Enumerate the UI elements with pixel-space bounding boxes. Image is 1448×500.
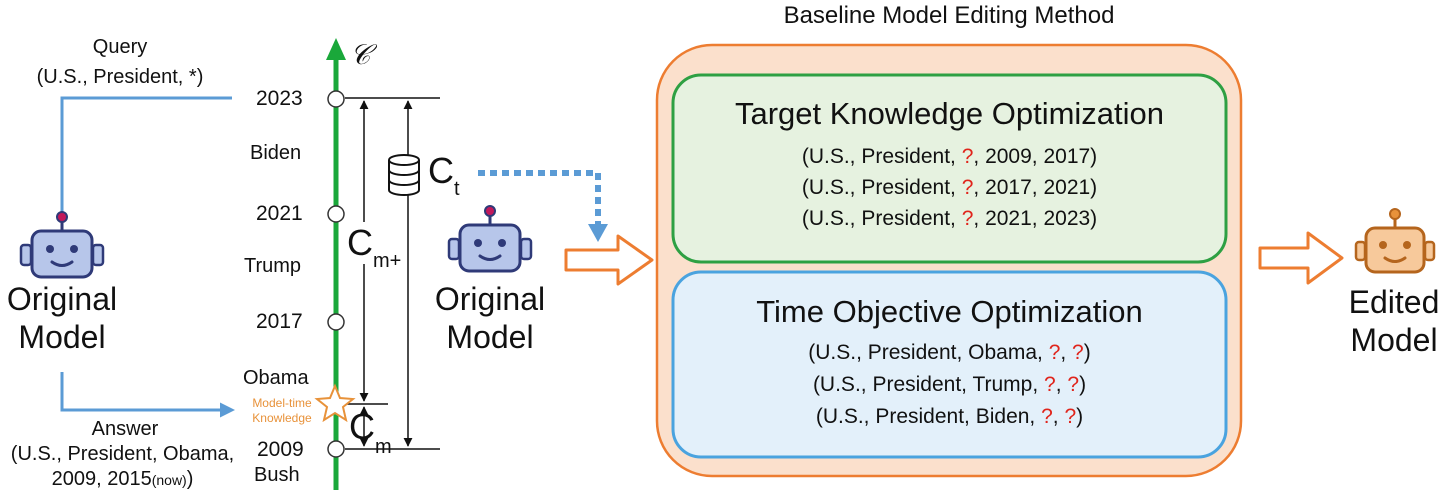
year-label-2017: 2017 bbox=[256, 310, 303, 333]
original-model-mid-label: Original Model bbox=[428, 280, 552, 356]
question-mark: ? bbox=[1048, 341, 1061, 364]
target-row: (U.S., President, ?, 2009, 2017) bbox=[673, 145, 1226, 169]
edited-model-line1: Edited bbox=[1348, 284, 1440, 320]
president-label-biden: Biden bbox=[250, 142, 302, 164]
robot-icon-original-left bbox=[19, 211, 105, 279]
model-time-line1: Model-time bbox=[252, 396, 312, 410]
year-label-2021: 2021 bbox=[256, 202, 303, 225]
target-knowledge-panel bbox=[671, 73, 1228, 264]
model-time-star-icon bbox=[314, 383, 356, 423]
target-row-suffix: , 2009, 2017) bbox=[973, 145, 1098, 168]
target-row: (U.S., President, ?, 2017, 2021) bbox=[673, 176, 1226, 200]
original-model-mid-line2: Model bbox=[446, 319, 534, 355]
baseline-method-title: Baseline Model Editing Method bbox=[783, 2, 1115, 29]
c-m-plus-sub: m+ bbox=[373, 250, 402, 272]
answer-tuple-line2: 2009, 2015(now)) bbox=[20, 468, 225, 491]
time-row-suffix: ) bbox=[1076, 405, 1084, 428]
answer-tuple-years: 2009, 2015 bbox=[51, 468, 152, 490]
c-m-plus-label: Cm+ bbox=[347, 222, 402, 272]
target-row-prefix: (U.S., President, bbox=[801, 207, 962, 230]
time-row-sep: , bbox=[1052, 405, 1065, 428]
question-mark: ? bbox=[1072, 341, 1084, 364]
question-mark: ? bbox=[1044, 373, 1056, 396]
year-label-2009: 2009 bbox=[257, 438, 304, 461]
c-t-main: C bbox=[428, 150, 454, 191]
answer-label: Answer bbox=[91, 418, 159, 440]
year-node-2017 bbox=[327, 313, 345, 331]
president-label-bush: Bush bbox=[254, 464, 300, 486]
time-row-sep: , bbox=[1055, 373, 1068, 396]
original-model-left-label: Original Model bbox=[0, 280, 129, 356]
time-row-suffix: ) bbox=[1079, 373, 1087, 396]
robot-icon-original-mid bbox=[447, 205, 533, 273]
target-row-suffix: , 2021, 2023) bbox=[973, 207, 1098, 230]
target-panel-title: Target Knowledge Optimization bbox=[734, 96, 1165, 131]
answer-tuple-line1: (U.S., President, Obama, bbox=[10, 443, 235, 465]
query-label: Query bbox=[92, 36, 148, 58]
original-model-left-line1: Original bbox=[6, 281, 118, 317]
answer-tuple-now: (now) bbox=[151, 472, 187, 488]
target-row-prefix: (U.S., President, bbox=[801, 145, 962, 168]
c-t-label: Ct bbox=[428, 150, 460, 200]
time-row-prefix: (U.S., President, Trump, bbox=[812, 373, 1045, 396]
time-row-prefix: (U.S., President, Obama, bbox=[808, 341, 1049, 364]
database-icon bbox=[388, 154, 420, 196]
c-m-label: Cm bbox=[349, 406, 392, 458]
original-model-left-line2: Model bbox=[18, 319, 106, 355]
question-mark: ? bbox=[1064, 405, 1077, 428]
answer-tuple-close: ) bbox=[186, 468, 194, 490]
c-t-sub: t bbox=[454, 178, 460, 200]
edited-model-line2: Model bbox=[1350, 322, 1438, 358]
question-mark: ? bbox=[961, 145, 974, 168]
target-row-prefix: (U.S., President, bbox=[801, 176, 962, 199]
question-mark: ? bbox=[961, 207, 974, 230]
c-m-sub: m bbox=[375, 436, 392, 458]
ct-dotted-arrowhead bbox=[588, 224, 608, 242]
time-row-sep: , bbox=[1060, 341, 1073, 364]
time-row: (U.S., President, Trump, ?, ?) bbox=[673, 373, 1226, 397]
year-node-2009 bbox=[327, 440, 345, 458]
time-panel-title: Time Objective Optimization bbox=[756, 294, 1143, 329]
query-connector-line bbox=[60, 96, 232, 212]
president-label-obama: Obama bbox=[243, 367, 309, 389]
model-time-knowledge-label: Model-time Knowledge bbox=[236, 396, 328, 426]
question-mark: ? bbox=[1041, 405, 1053, 428]
edited-model-label: Edited Model bbox=[1342, 283, 1446, 359]
query-tuple: (U.S., President, *) bbox=[36, 66, 204, 88]
robot-icon-edited bbox=[1354, 208, 1436, 274]
input-arrow bbox=[564, 234, 654, 286]
time-objective-panel bbox=[671, 270, 1228, 459]
answer-connector-arrow bbox=[60, 372, 235, 418]
time-row: (U.S., President, Biden, ?, ?) bbox=[673, 405, 1226, 429]
target-row: (U.S., President, ?, 2021, 2023) bbox=[673, 207, 1226, 231]
president-label-trump: Trump bbox=[244, 255, 302, 277]
original-model-mid-line1: Original bbox=[434, 281, 546, 317]
year-label-2023: 2023 bbox=[256, 87, 303, 110]
ct-dotted-arrow bbox=[478, 170, 601, 228]
timeline-axis-arrowhead bbox=[326, 38, 346, 60]
time-row: (U.S., President, Obama, ?, ?) bbox=[673, 341, 1226, 365]
target-row-suffix: , 2017, 2021) bbox=[973, 176, 1098, 199]
c-m-plus-main: C bbox=[347, 222, 373, 263]
time-row-suffix: ) bbox=[1083, 341, 1091, 364]
year-node-2021 bbox=[327, 205, 345, 223]
year-node-2023 bbox=[327, 90, 345, 108]
question-mark: ? bbox=[961, 176, 974, 199]
question-mark: ? bbox=[1067, 373, 1080, 396]
model-time-line2: Knowledge bbox=[252, 411, 312, 425]
time-row-prefix: (U.S., President, Biden, bbox=[815, 405, 1042, 428]
c-m-main: C bbox=[349, 406, 375, 447]
axis-symbol: 𝒞 bbox=[350, 38, 371, 71]
output-arrow bbox=[1258, 231, 1344, 285]
